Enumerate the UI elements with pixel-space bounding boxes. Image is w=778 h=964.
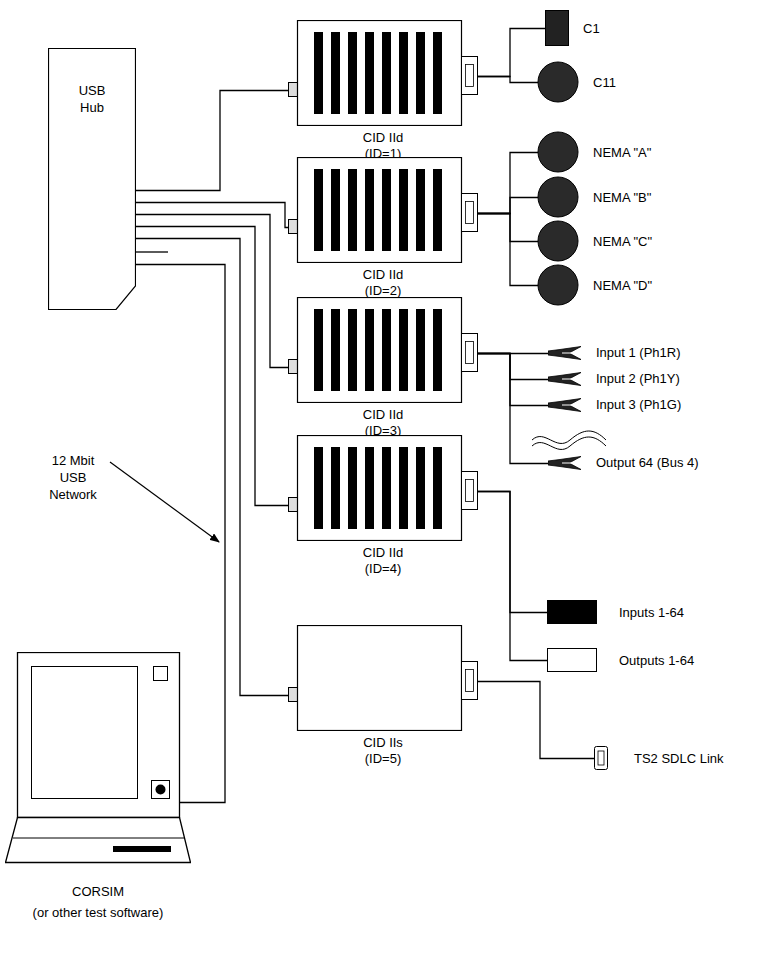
computer-note: (or other test software)	[5, 905, 191, 920]
terminal-item: Output 64 (Bus 4)	[548, 455, 701, 470]
cid-interface: CID IId (ID=3)	[288, 297, 480, 439]
device-label: CID IId (ID=4)	[350, 545, 416, 577]
laptop-computer: CORSIM (or other test software)	[5, 652, 191, 920]
black-symbol	[547, 600, 597, 624]
item-label: TS2 SDLC Link	[632, 751, 726, 766]
item-label: Input 2 (Ph1Y)	[594, 371, 682, 386]
cable	[478, 354, 548, 464]
item-label: NEMA "A"	[591, 145, 653, 160]
terminal-item: NEMA "A"	[537, 131, 653, 173]
usb-hub: USB Hub	[48, 48, 136, 310]
output-wire	[532, 437, 606, 449]
cable	[135, 227, 288, 506]
cable	[135, 215, 288, 368]
device-label: CID IId (ID=3)	[350, 407, 416, 439]
clip-symbol	[548, 346, 582, 360]
cable	[135, 239, 288, 696]
plug-symbol	[594, 746, 608, 770]
cable	[478, 214, 538, 242]
clip-symbol	[548, 372, 582, 386]
network-label: 12 Mbit USB Network	[40, 452, 106, 503]
clip-symbol	[548, 398, 582, 412]
terminal-item: NEMA "D"	[537, 264, 654, 306]
item-label: Outputs 1-64	[617, 653, 696, 668]
circle-symbol	[537, 61, 579, 103]
cable	[478, 29, 545, 77]
terminal-item: C1	[545, 10, 602, 46]
terminal-item: Outputs 1-64	[547, 648, 696, 672]
circle-symbol	[537, 131, 579, 173]
item-label: NEMA "B"	[591, 190, 653, 205]
terminal-item: TS2 SDLC Link	[594, 746, 726, 770]
item-label: C1	[581, 21, 602, 36]
cable	[478, 198, 538, 214]
cid-interface: CID IId (ID=4)	[288, 435, 480, 577]
cable	[478, 153, 538, 214]
cable	[478, 354, 548, 380]
clip-symbol	[548, 456, 582, 470]
darkrect-symbol	[545, 10, 569, 46]
item-label: Input 1 (Ph1R)	[594, 345, 683, 360]
cid-interface: CID IId (ID=2)	[288, 157, 480, 299]
terminal-item: Input 3 (Ph1G)	[548, 397, 683, 412]
terminal-item: NEMA "B"	[537, 176, 653, 218]
white-symbol	[547, 648, 597, 672]
item-label: Input 3 (Ph1G)	[594, 397, 683, 412]
cable	[478, 77, 538, 83]
terminal-item: Inputs 1-64	[547, 600, 686, 624]
computer-label: CORSIM	[5, 884, 191, 899]
cable	[478, 354, 548, 406]
hub-port-stub	[136, 251, 168, 252]
terminal-item: NEMA "C"	[537, 220, 654, 262]
cable	[478, 682, 594, 759]
network-pointer	[110, 462, 219, 542]
circle-symbol	[537, 176, 579, 218]
terminal-item: Input 1 (Ph1R)	[548, 345, 683, 360]
item-label: NEMA "C"	[591, 234, 654, 249]
terminal-item: C11	[537, 61, 618, 103]
circle-symbol	[537, 264, 579, 306]
item-label: Inputs 1-64	[617, 605, 686, 620]
terminal-item: Input 2 (Ph1Y)	[548, 371, 682, 386]
device-label: CID IId (ID=2)	[350, 267, 416, 299]
cable	[135, 91, 288, 191]
output-wire	[532, 431, 606, 443]
circle-symbol	[537, 220, 579, 262]
item-label: NEMA "D"	[591, 278, 654, 293]
hub-label: USB Hub	[70, 82, 114, 116]
item-label: Output 64 (Bus 4)	[594, 455, 701, 470]
item-label: C11	[591, 75, 618, 90]
cid-serial-interface: CID IIs (ID=5)	[288, 625, 480, 767]
device-label: CID IIs (ID=5)	[350, 735, 416, 767]
cable	[478, 492, 547, 661]
cid-interface: CID IId (ID=1)	[288, 20, 480, 162]
cable	[478, 492, 547, 613]
cable	[478, 214, 538, 286]
